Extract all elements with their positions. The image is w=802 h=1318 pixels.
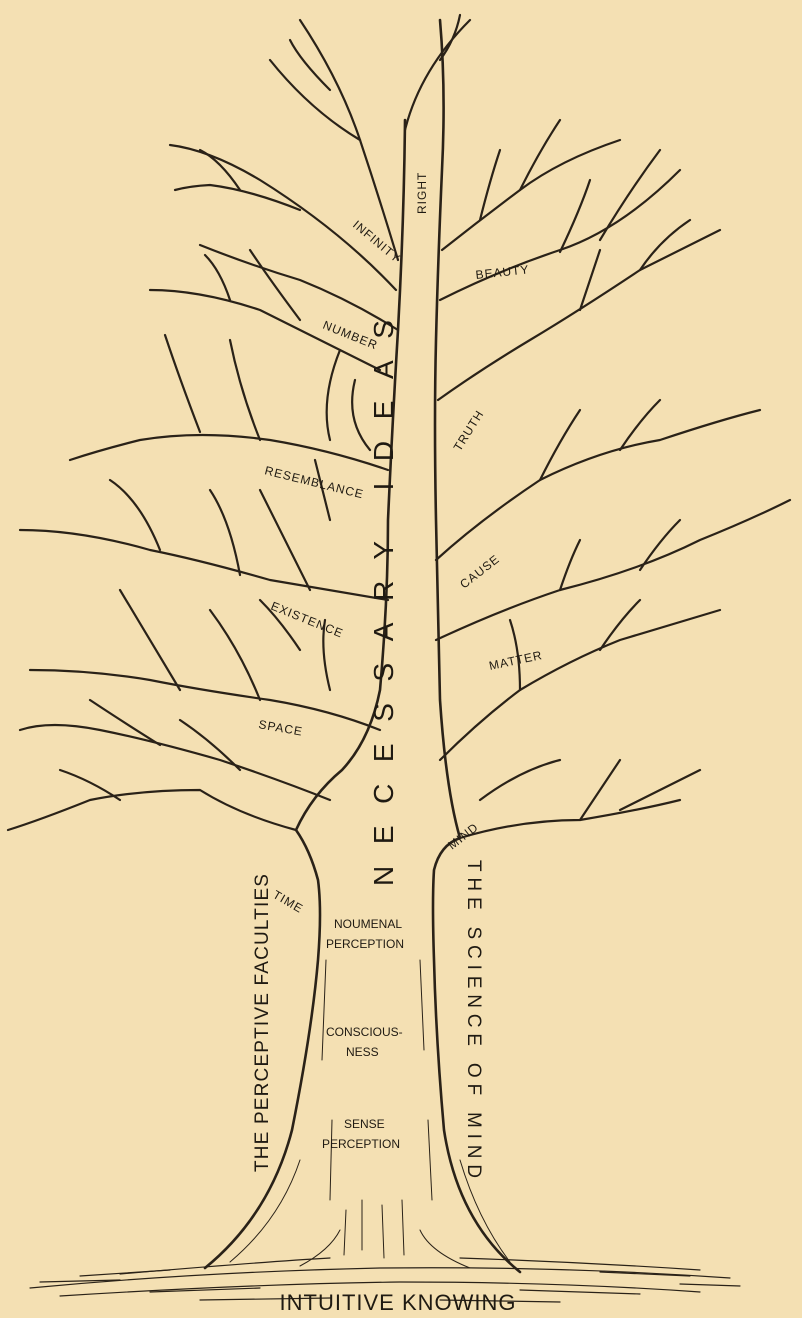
branch-label-cause: CAUSE xyxy=(457,552,502,592)
consciousness-line2: NESS xyxy=(346,1045,379,1059)
consciousness-line1: CONSCIOUS- xyxy=(326,1025,403,1039)
branch-label-matter: MATTER xyxy=(488,648,544,673)
branch-label-right: RIGHT xyxy=(415,172,429,214)
trunk-label-perceptive-faculties: THE PERCEPTIVE FACULTIES xyxy=(252,872,273,1172)
central-label-necessary-ideas: NECESSARY IDEAS xyxy=(368,320,399,886)
branch-label-resemblance: RESEMBLANCE xyxy=(263,463,365,501)
trunk-label-science-of-mind: THE SCIENCE OF MIND xyxy=(463,860,484,1180)
root-label-intuitive-knowing: INTUITIVE KNOWING xyxy=(280,1290,517,1315)
branch-label-space: SPACE xyxy=(257,717,304,739)
branch-label-time: TIME xyxy=(271,887,306,915)
branch-label-beauty: BEAUTY xyxy=(475,262,530,282)
trunk-levels: NOUMENAL PERCEPTION CONSCIOUS- NESS SENS… xyxy=(322,917,404,1151)
tree-branches xyxy=(8,15,790,838)
branch-label-mind: MIND xyxy=(445,820,481,852)
sense-perception-line2: PERCEPTION xyxy=(322,1137,400,1151)
branch-label-truth: TRUTH xyxy=(451,407,487,453)
sense-perception-line1: SENSE xyxy=(344,1117,385,1131)
branch-label-existence: EXISTENCE xyxy=(269,599,346,641)
noumenal-perception-line2: PERCEPTION xyxy=(326,937,404,951)
noumenal-perception-line1: NOUMENAL xyxy=(334,917,402,931)
branch-label-infinity: INFINITY xyxy=(350,218,403,266)
